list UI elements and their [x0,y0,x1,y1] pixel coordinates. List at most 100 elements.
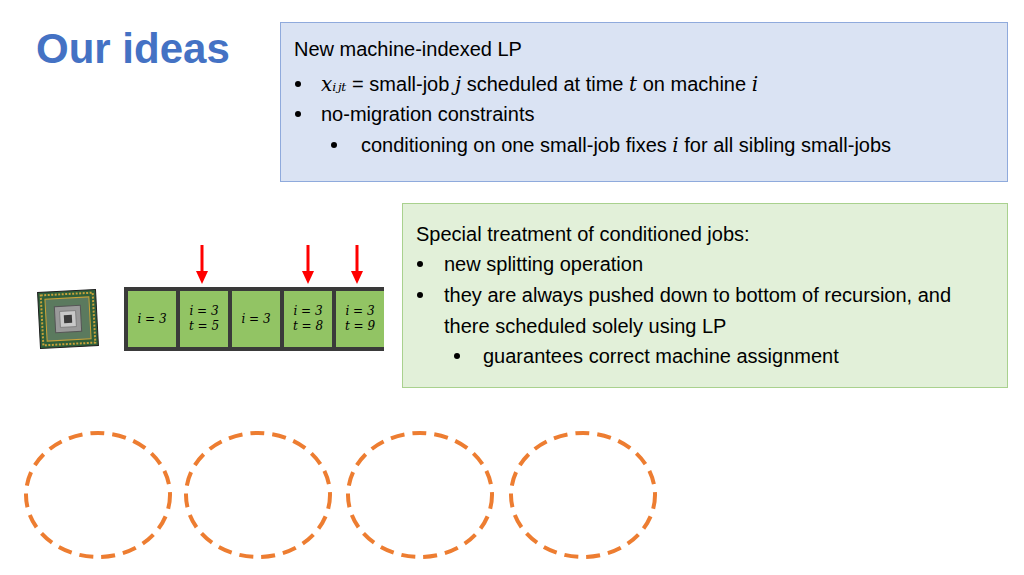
text-run: t [629,72,637,96]
bullet-dot [454,353,460,359]
text-run [586,315,592,337]
text-run: constraints [438,103,535,125]
text-run [482,223,488,245]
job-slot: i = 3t = 5 [180,291,228,347]
job-slot: i = 3t = 9 [336,291,384,347]
text-run [432,103,438,125]
text-run: Special [416,223,482,245]
text-run: always [522,284,583,306]
text-run: solely [592,315,643,337]
bullet-text: xᵢⱼₜ = small-job j scheduled at time t o… [321,69,758,100]
text-run [583,345,589,367]
text-run [819,284,825,306]
text-run [334,38,340,60]
text-run: i [293,304,297,318]
slide-title: Our ideas [36,24,230,74]
text-run: = [352,73,364,95]
text-run: i [345,304,349,318]
machine-row [124,287,384,351]
text-box: Special treatment of conditioned jobs:ne… [402,203,1008,388]
text-run: guarantees [483,345,583,367]
bullet-dot [295,81,301,87]
text-run: on [643,73,665,95]
text-run: 3 [315,304,323,318]
text-box: New machine-indexed LPxᵢⱼₜ = small-job j… [280,22,1008,182]
text-run [496,134,502,156]
text-run: = [301,304,311,318]
slot-label: t = 8 [293,319,323,334]
text-run: using [649,315,697,337]
text-run: correct [589,345,650,367]
text-run: treatment [487,223,571,245]
text-run: = [145,312,155,326]
text-run [468,134,474,156]
text-run [347,73,353,95]
box-heading: Special treatment of conditioned jobs: [416,219,750,250]
text-run: one [501,134,534,156]
text-run [637,73,643,95]
text-run [298,319,302,333]
text-run: on [473,134,495,156]
text-run: operation [560,253,643,275]
text-run: = [302,319,312,333]
bullet-dot [417,261,423,267]
text-run [624,73,630,95]
text-run: assignment [737,345,839,367]
slot-label: i = 3 [241,312,270,327]
text-run [364,319,368,333]
text-run: conditioning [361,134,468,156]
text-run [696,315,702,337]
text-run: all [713,134,733,156]
text-run [516,284,522,306]
bullet-dot [295,111,301,117]
text-run [193,304,197,318]
text-run [155,312,159,326]
text-run [364,73,370,95]
text-run: = [354,319,364,333]
text-run: down [660,284,708,306]
bullet-text: guarantees correct machine assignment [483,341,839,372]
text-run [731,345,737,367]
text-run [708,284,714,306]
text-run [746,73,752,95]
text-run [461,73,467,95]
text-run [194,319,198,333]
slot-label: t = 9 [345,319,375,334]
text-run [141,312,145,326]
text-run: small-job [369,73,449,95]
text-run [580,73,586,95]
text-run: 5 [211,319,219,333]
text-run: splitting [486,253,554,275]
text-run: fixes [626,134,667,156]
text-run: i [241,312,245,326]
text-run: = [198,319,208,333]
text-run: new [444,253,481,275]
text-run [259,312,263,326]
text-run [650,345,656,367]
text-run: i [672,133,678,157]
text-run [679,134,685,156]
text-run: small-job [540,134,620,156]
text-run [311,304,315,318]
text-run [449,73,455,95]
job-slot: i = 3 [128,291,176,347]
text-run [583,284,589,306]
text-run: recursion, [824,284,912,306]
bullet-text: new splitting operation [444,249,643,280]
text-run [654,284,660,306]
text-run: small-jobs [801,134,891,156]
text-run: 3 [263,312,271,326]
text-run [554,253,560,275]
text-run [481,253,487,275]
text-run: machine [655,345,731,367]
text-run [312,319,316,333]
text-run [245,312,249,326]
text-run: 3 [159,312,167,326]
text-run: = [197,304,207,318]
text-run [482,284,488,306]
text-run: there [444,315,490,337]
text-run: 3 [367,304,375,318]
text-run: 3 [211,304,219,318]
